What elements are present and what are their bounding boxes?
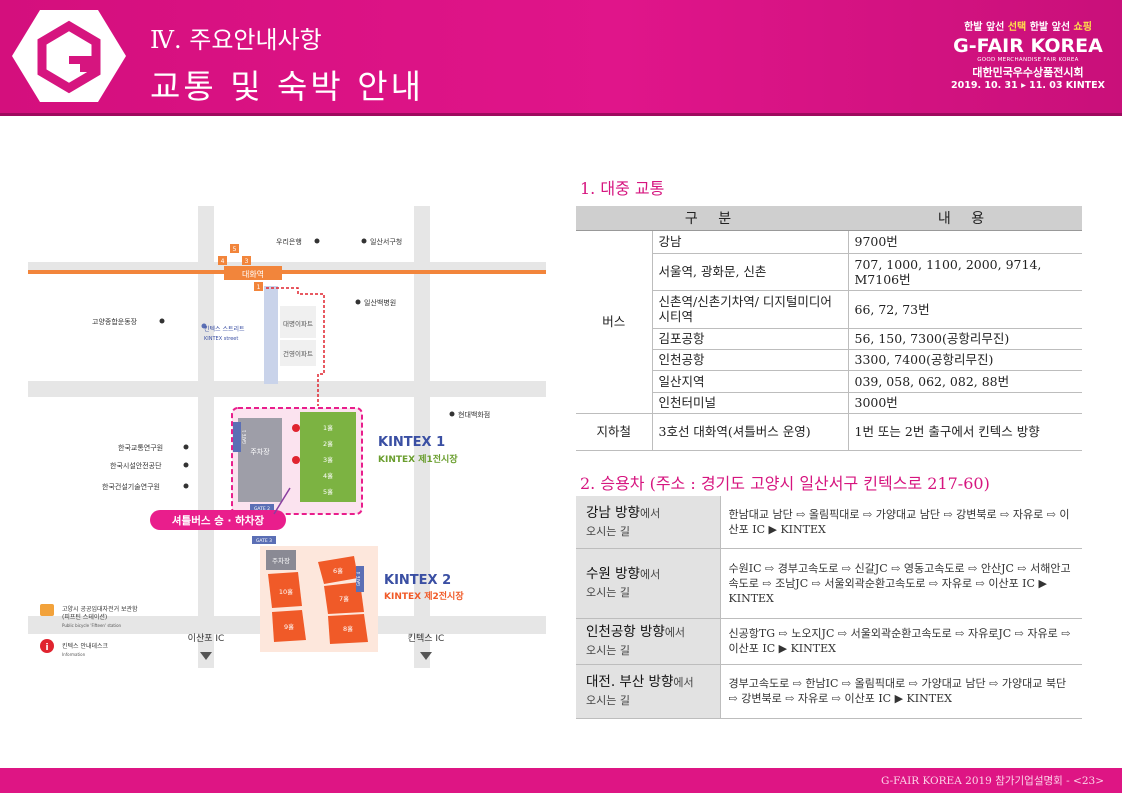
hall-8-label: 8홀: [343, 624, 353, 633]
gfair-logo-icon: [12, 10, 126, 102]
table-row: 수원 방향에서 오시는 길 수원IC ⇨ 경부고속도로 ⇨ 신갈JC ⇨ 영동고…: [576, 548, 1082, 619]
bus-category: 버스: [576, 230, 653, 414]
header-divider: [0, 113, 1122, 116]
legend-info-en: Information: [62, 652, 86, 657]
goyang-stadium-label: 고양종합운동장: [92, 317, 138, 326]
kintex2-parking-label: 주차장: [272, 556, 290, 565]
down-arrow-icon: [420, 652, 432, 660]
bicycle-icon: [40, 604, 54, 616]
hall-9-label: 9홀: [284, 622, 294, 631]
hall-6-label: 6홀: [333, 566, 343, 575]
header-content: 내 용: [848, 206, 1082, 231]
table-row: 신촌역/신촌기차역/ 디지털미디어시티역 66, 72, 73번: [576, 290, 1082, 329]
road-vertical-1: [198, 206, 214, 668]
gate-2-label: GATE 2: [254, 506, 270, 512]
kintex1-kr-label: KINTEX 제1전시장: [378, 453, 458, 465]
kintex-street-label: 킨텍스 스트리트: [204, 325, 245, 333]
gate-3-label: GATE 3: [256, 538, 272, 544]
table-row: 일산지역 039, 058, 062, 082, 88번: [576, 370, 1082, 393]
exit-4: 4: [221, 258, 225, 265]
info-desk-icon: [292, 456, 300, 464]
subway-line: [28, 270, 546, 274]
brand-name: G-FAIR KOREA: [953, 35, 1103, 57]
shuttle-stop-badge: [150, 510, 286, 530]
brand-kr-name: 대한민국우수상품전시회: [972, 66, 1084, 79]
table-row: 인천공항 방향에서 오시는 길 신공항TG ⇨ 노오지JC ⇨ 서울외곽순환고속…: [576, 618, 1082, 665]
table-row: 인천공항 3300, 7400(공항리무진): [576, 349, 1082, 371]
kintex-ic-label: 킨텍스 IC: [408, 633, 445, 644]
table-row: 대전. 부산 방향에서 오시는 길 경부고속도로 ⇨ 한남IC ⇨ 올림픽대로 …: [576, 664, 1082, 719]
brand-dates: 2019. 10. 31 ▸ 11. 03 KINTEX: [951, 80, 1105, 91]
exit-1: 1: [257, 284, 261, 291]
subway-category: 지하철: [576, 413, 653, 451]
legend-bike-label: 고양시 공공임대자전거 보관함: [62, 605, 138, 613]
kintex2-en-label: KINTEX 2: [384, 573, 451, 588]
kintex1-en-label: KINTEX 1: [378, 435, 445, 450]
gate-4-label: GATE 4: [356, 571, 361, 586]
section-public-transport-title: 1. 대중 교통: [580, 179, 665, 198]
hall-10-label: 10홀: [279, 587, 293, 596]
table-row: 서울역, 광화문, 신촌 707, 1000, 1100, 2000, 9714…: [576, 253, 1082, 291]
header-banner: Ⅳ. 주요안내사항 교통 및 숙박 안내 한발 앞선 선택 한발 앞선 쇼핑 G…: [0, 0, 1122, 113]
ilsan-hospital-label: 일산백병원: [364, 298, 396, 307]
kintex-street-en-label: KINTEX street: [204, 336, 238, 342]
brand-tagline: 한발 앞선 선택 한발 앞선 쇼핑: [964, 22, 1092, 33]
kintex2-kr-label: KINTEX 제2전시장: [384, 590, 464, 602]
info-desk-icon: [292, 424, 300, 432]
car-route-table: 강남 방향에서 오시는 길 한남대교 남단 ⇨ 올림픽대로 ⇨ 가양대교 남단 …: [576, 496, 1082, 719]
brand-block: 한발 앞선 선택 한발 앞선 쇼핑 G-FAIR KOREA GOOD MERC…: [948, 18, 1108, 91]
legend-bike-en: Public bicycle 'Fifteen' station: [62, 623, 122, 628]
road-vertical-2: [414, 206, 430, 668]
ilsanseo-office-label: 일산서구청: [370, 237, 402, 246]
info-icon: [40, 639, 54, 653]
table-row: 인천터미널 3000번: [576, 392, 1082, 414]
table-header-row: 구 분 내 용: [576, 206, 1082, 231]
hall-3-label: 3홀: [323, 455, 333, 464]
chapter-label: Ⅳ. 주요안내사항: [150, 26, 322, 54]
kisa-label: 한국시설안전공단: [110, 461, 162, 470]
down-arrow-icon: [200, 652, 212, 660]
koti-label: 한국교통연구원: [118, 443, 163, 452]
table-row: 김포공항 56, 150, 7300(공항리무진): [576, 328, 1082, 350]
kintex1-parking-label: 주차장: [250, 447, 270, 456]
walking-route: [266, 287, 325, 406]
public-transport-table: 구 분 내 용 버스 강남 9700번 서울역, 광화문, 신촌 707, 10…: [576, 206, 1082, 451]
location-map: 대화역 5 4 3 1 2 대명이파트 건영이파트 우리은행 일산서구청 일산백…: [28, 206, 546, 668]
legend-info-label: 킨텍스 안내데스크: [62, 642, 109, 650]
daewoo-apt-label: 대명이파트: [283, 319, 313, 328]
kintex1-building: [300, 412, 356, 502]
woori-bank-label: 우리은행: [276, 237, 302, 246]
road-horizontal-top: [28, 262, 546, 272]
hall-1-label: 1홀: [323, 423, 333, 432]
page-title: 교통 및 숙박 안내: [150, 67, 424, 106]
road-horizontal-mid: [28, 381, 546, 397]
kintex1-parking: [238, 418, 282, 502]
kict-label: 한국건설기술연구원: [102, 482, 160, 491]
table-row: 강남 방향에서 오시는 길 한남대교 남단 ⇨ 올림픽대로 ⇨ 가양대교 남단 …: [576, 496, 1082, 549]
section-car-title: 2. 승용차 (주소 : 경기도 고양시 일산서구 킨텍스로 217-60): [580, 474, 990, 493]
legend-bike-sub: (피프틴 스테이션): [62, 613, 107, 621]
hall-5-label: 5홀: [323, 487, 333, 496]
table-row: 버스 강남 9700번: [576, 230, 1082, 414]
hall-7-label: 7홀: [339, 594, 349, 603]
footer-text: G-FAIR KOREA 2019 참가기업설명회 - <23>: [881, 775, 1104, 787]
hall-4-label: 4홀: [323, 471, 333, 480]
hall-2-label: 2홀: [323, 439, 333, 448]
footer-bar: G-FAIR KOREA 2019 참가기업설명회 - <23>: [0, 768, 1122, 793]
station-box: [224, 266, 282, 280]
table-row: 지하철 3호선 대화역(셔틀버스 운영) 1번 또는 2번 출구에서 킨텍스 방…: [576, 413, 1082, 451]
shuttle-stop-label: 셔틀버스 승 · 하차장: [172, 514, 265, 527]
gate-1-label: GATE 1: [242, 429, 247, 444]
station-name: 대화역: [242, 269, 264, 279]
ilsanpo-ic-label: 이산포 IC: [188, 633, 225, 644]
header-category: 구 분: [576, 206, 848, 231]
exit-3: 3: [245, 258, 249, 265]
hyundai-store-label: 현대백화점: [458, 410, 490, 419]
kintex-street: [264, 286, 278, 384]
svg-text:i: i: [45, 643, 48, 653]
brand-sub: GOOD MERCHANDISE FAIR KOREA: [977, 57, 1079, 63]
geonyoung-apt-label: 건영이파트: [283, 349, 313, 358]
exit-5: 5: [233, 246, 237, 253]
